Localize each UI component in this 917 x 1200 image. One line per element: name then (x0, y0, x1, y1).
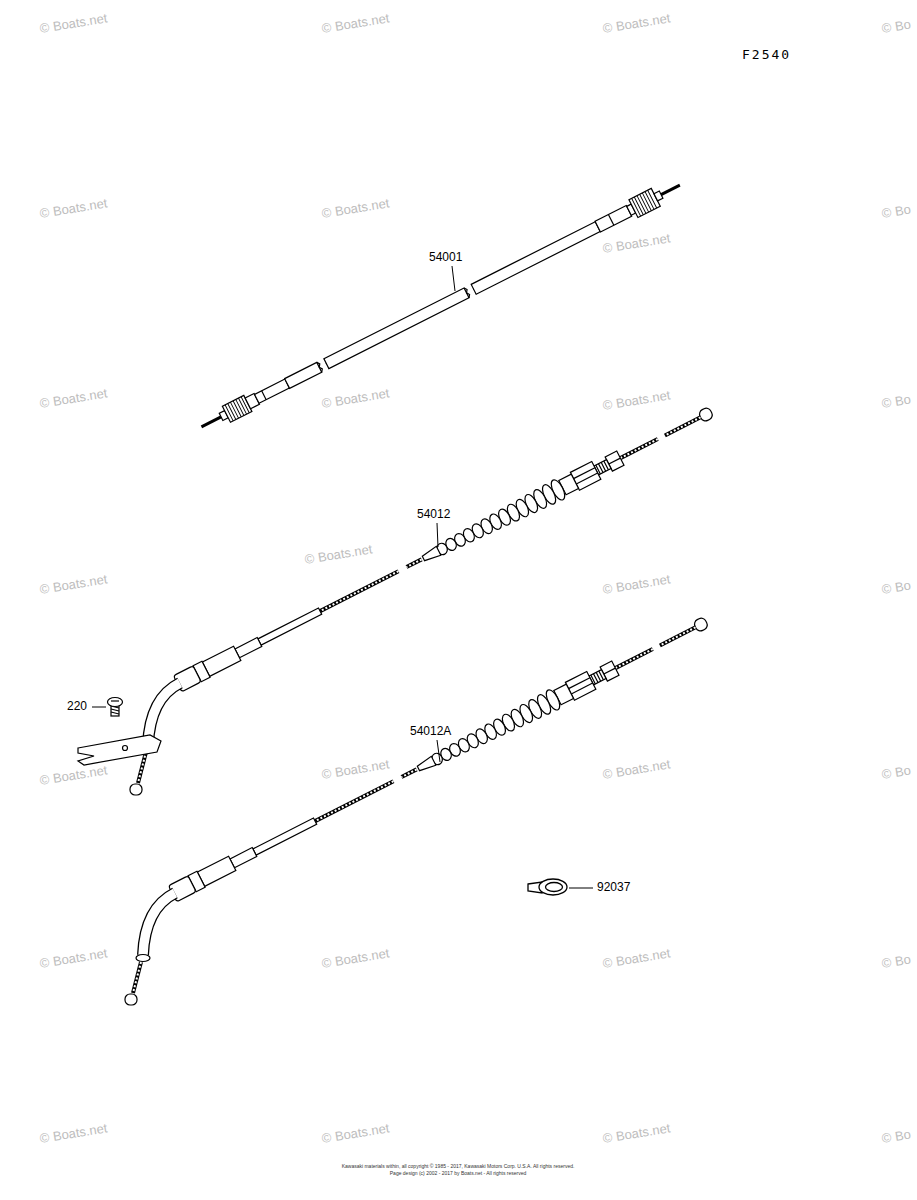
watermark: © Bo (881, 579, 912, 598)
watermark: © Bo (881, 1128, 912, 1147)
watermark: © Boats.net (321, 11, 391, 36)
watermark: © Boats.net (602, 572, 672, 597)
watermark: © Boats.net (602, 1121, 672, 1146)
watermark: © Boats.net (39, 386, 109, 411)
leader-lines (92, 266, 593, 888)
part-number: 220 (66, 700, 88, 713)
watermark: © Boats.net (304, 542, 374, 567)
speedometer-cable (197, 176, 684, 436)
watermark: © Bo (881, 764, 912, 783)
cable-bracket (78, 735, 161, 765)
copyright-note: Kawasaki materials within, all copyright… (342, 1164, 575, 1170)
part-number: 92037 (596, 881, 631, 894)
part-number: 54012 (416, 508, 451, 521)
watermark: © Boats.net (39, 572, 109, 597)
part-number: 54012A (409, 725, 452, 738)
watermark: © Boats.net (602, 11, 672, 36)
watermark: © Boats.net (39, 196, 109, 221)
watermark: © Bo (881, 203, 912, 222)
clutch-cable (125, 612, 711, 1005)
watermark: © Bo (881, 18, 912, 37)
figure-code: F2540 (742, 48, 791, 62)
watermark: © Boats.net (602, 388, 672, 413)
watermark: © Boats.net (39, 763, 109, 788)
watermark: © Boats.net (321, 386, 391, 411)
copyright-note: Page design (c) 2002 - 2017 by Boats.net… (390, 1171, 526, 1177)
watermark: © Bo (881, 393, 912, 412)
watermark: © Boats.net (602, 757, 672, 782)
watermark: © Boats.net (321, 757, 391, 782)
watermark: © Boats.net (602, 231, 672, 256)
watermark: © Boats.net (602, 946, 672, 971)
watermark: © Boats.net (321, 196, 391, 221)
watermark: © Boats.net (321, 946, 391, 971)
watermark: © Boats.net (39, 946, 109, 971)
watermark: © Boats.net (39, 11, 109, 36)
screw (108, 698, 123, 717)
watermark: © Boats.net (39, 1121, 109, 1146)
part-number: 54001 (428, 251, 463, 264)
cable-clamp (528, 879, 567, 895)
watermark: © Boats.net (321, 1121, 391, 1146)
watermark: © Bo (881, 953, 912, 972)
clutch-cable (130, 402, 716, 795)
